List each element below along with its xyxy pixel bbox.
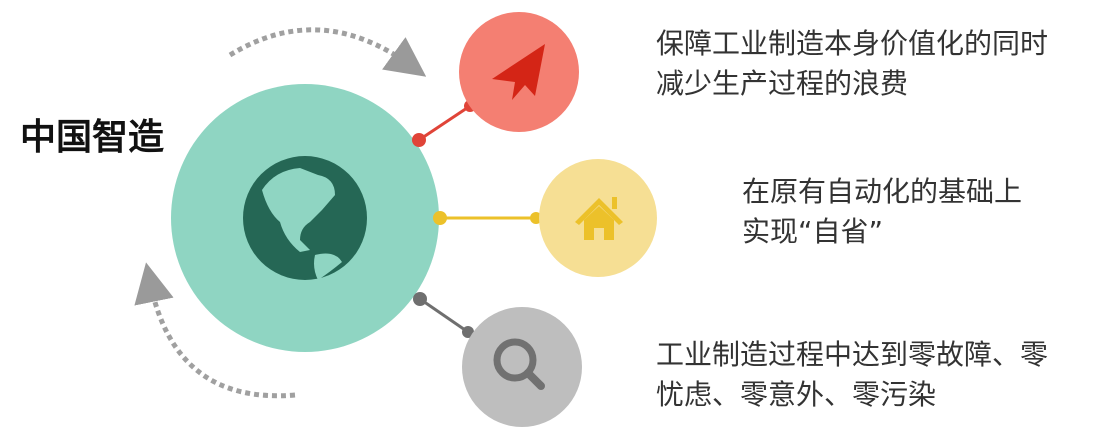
globe-icon [243,156,367,280]
gray-circle [462,307,582,427]
search-icon [493,338,545,390]
home-icon [575,197,623,240]
text-line: 忧虑、零意外、零污染 [656,378,937,411]
connector-dot [462,326,474,338]
connector-red [418,104,471,142]
text-line: 减少生产过程的浪费 [656,67,909,100]
bottom-dotted-arrow [134,262,296,399]
text-line: 工业制造过程中达到零故障、零 [656,338,1049,371]
item-text-3: 工业制造过程中达到零故障、零 忧虑、零意外、零污染 [656,335,1048,415]
text-line: 保障工业制造本身价值化的同时 [656,27,1049,60]
item-text-2: 在原有自动化的基础上 实现“自省” [742,172,1022,252]
connector-dot [413,292,427,306]
connector-dot [530,212,542,224]
paper-plane-icon [492,44,545,100]
top-dotted-arrow [228,27,427,77]
connector-dot [412,133,426,147]
diagram-title: 中国智造 [20,117,165,158]
text-line: 在原有自动化的基础上 [742,175,1023,208]
text-line: 实现“自省” [742,215,884,248]
connector-gray [419,297,469,334]
connector-dot [433,211,447,225]
item-text-1: 保障工业制造本身价值化的同时 减少生产过程的浪费 [656,24,1048,104]
